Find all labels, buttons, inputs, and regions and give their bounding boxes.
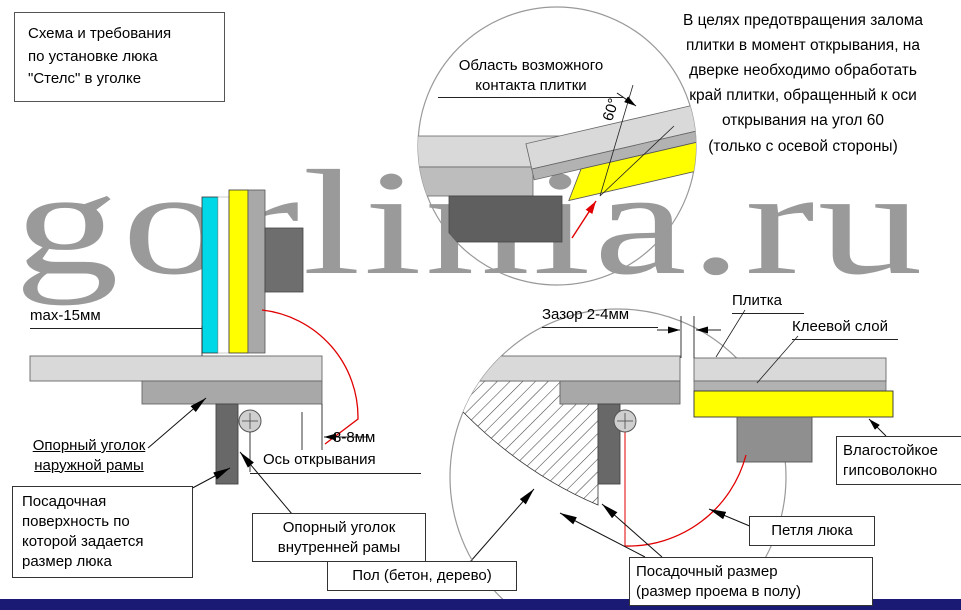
contact-area-label: Область возможного контакта плитки [438, 56, 624, 98]
door-glue-layer [693, 380, 887, 392]
gap-dim-label: Зазор 2-4мм [542, 305, 658, 328]
bevel-red-arrow [571, 200, 597, 239]
detail-frame-mid-layer [418, 166, 534, 197]
right-outer-frame-angle-bar [559, 380, 681, 405]
tile-leader-line [715, 309, 746, 358]
hinge-leader-arrow [708, 508, 753, 528]
seat-size-leader-arrow [559, 512, 646, 558]
door-frame-block [736, 416, 813, 463]
left-door-tile-cyan [201, 196, 219, 354]
glue-leader-line [756, 335, 799, 384]
inner-angle-leader-arrow [239, 451, 293, 515]
door-gypsum-layer [693, 390, 894, 418]
right-slab [450, 355, 681, 382]
instruction-note: В целях предотвращения залома плитки в м… [682, 12, 924, 155]
detail-tilted-door [525, 100, 696, 202]
gypsum-leader-arrow [868, 418, 887, 437]
left-door-hinge-block [264, 227, 304, 293]
seat-size-label: Посадочный размер (размер проема в полу) [629, 557, 873, 606]
right-detail-circle-outline [449, 308, 787, 610]
title-box: Схема и требования по установке люка "Ст… [14, 12, 225, 102]
floor-label: Пол (бетон, дерево) [327, 561, 517, 591]
left-door-frame-strip [247, 189, 266, 354]
glue-layer-label: Клеевой слой [792, 317, 898, 340]
opening-axis-label: Ось открывания [250, 450, 421, 474]
inner-frame-angle-label: Опорный уголок внутренней рамы [252, 513, 426, 562]
detail-door-gypsum-beveled [568, 136, 696, 202]
door-tile-layer [693, 357, 887, 382]
left-door-gap [217, 196, 230, 354]
tile-label: Плитка [732, 291, 804, 314]
outer-frame-angle-label: Опорный уголок наружной рамы [32, 437, 146, 474]
footer-bar [0, 599, 961, 610]
left-outer-frame-angle-bar [141, 380, 323, 405]
gypsum-label: Влагостойкое гипсоволокно [836, 436, 961, 485]
right-swing-arc-red [624, 454, 747, 547]
detail-circle-view [417, 6, 697, 286]
max-offset-label: max-15мм [30, 306, 202, 329]
left-inner-frame-vertical-bar [215, 403, 239, 485]
left-door-gypsum-yellow [228, 189, 249, 354]
dim-3-8-label: 3-8мм [333, 429, 376, 446]
seating-surface-label: Посадочная поверхность по которой задает… [12, 486, 193, 579]
outer-angle-leader-arrow [147, 397, 207, 449]
floor-leader-arrow [469, 488, 535, 563]
angle-side-line [599, 125, 675, 197]
left-swing-arc-red [261, 309, 359, 445]
contact-area-leader-arrow [616, 92, 637, 107]
left-slab [29, 355, 323, 382]
hinge-label: Петля люка [749, 516, 875, 546]
left-section-diagram [29, 189, 535, 563]
seat-size-leader-arrow [601, 503, 663, 558]
detail-frame-dark-block [448, 195, 563, 243]
